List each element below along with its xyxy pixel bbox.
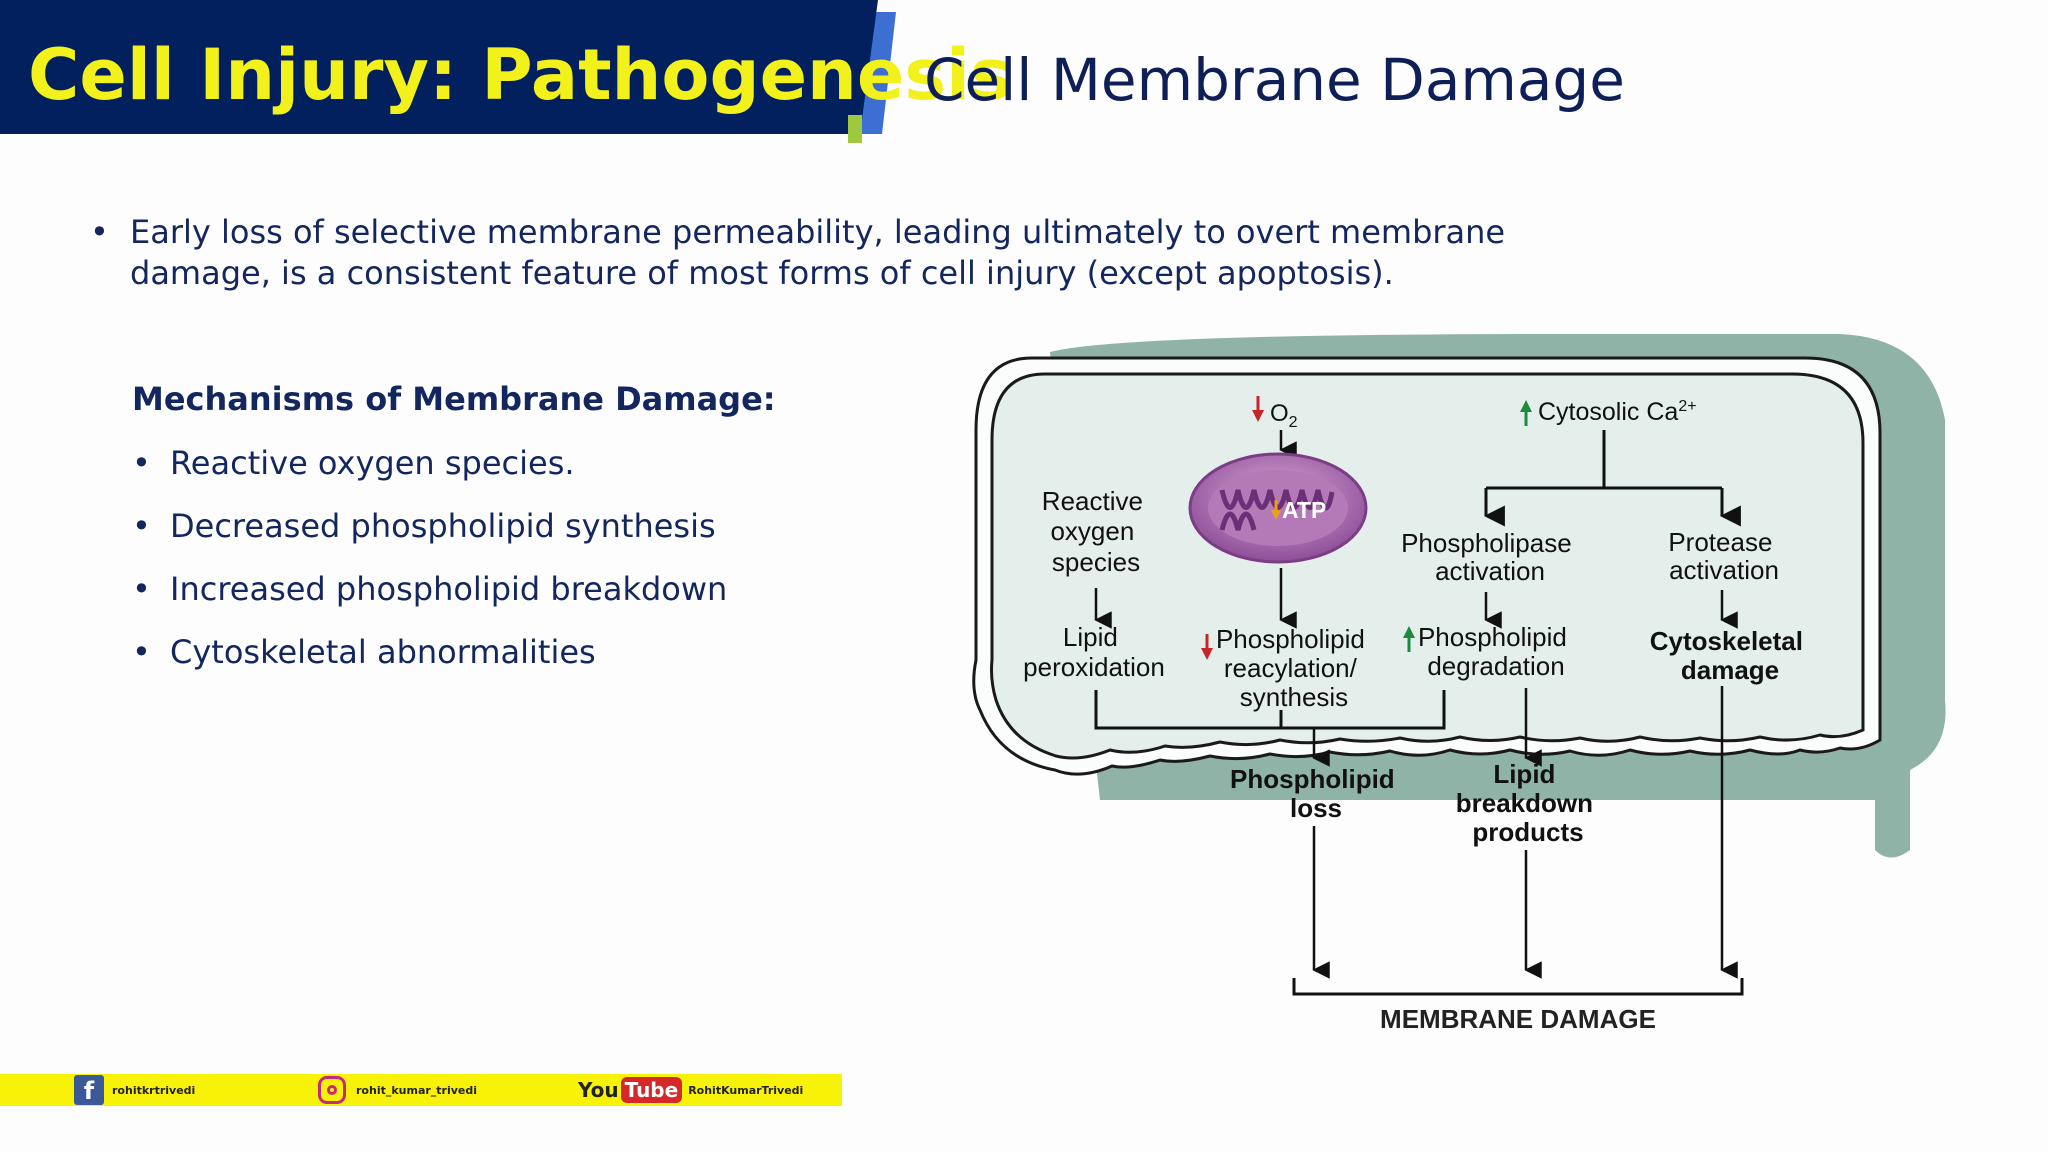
phospholipid-degradation-label: Phospholipid degradation — [1418, 622, 1574, 681]
decrease-arrow-icon — [1201, 648, 1213, 660]
facebook-handle: rohitkrtrivedi — [112, 1083, 196, 1097]
list-item: • Reactive oxygen species. — [132, 444, 727, 507]
lipid-peroxidation-label: Lipid peroxidation — [1023, 622, 1165, 682]
facebook-icon: f — [74, 1075, 104, 1105]
instagram-icon — [318, 1076, 346, 1104]
bullet-dot: • — [132, 633, 151, 671]
ros-label: Reactive oxygen species — [1042, 486, 1150, 577]
decrease-arrow-icon — [1271, 510, 1281, 520]
intro-line-1: Early loss of selective membrane permeab… — [130, 213, 1506, 251]
list-item-text: Reactive oxygen species. — [170, 444, 575, 482]
connector-merge — [1094, 690, 1446, 730]
phospholipid-loss-label: Phospholipid loss — [1230, 764, 1402, 823]
footer-bar — [0, 1074, 842, 1106]
cytoskeletal-damage-label: Cytoskeletal damage — [1650, 626, 1810, 685]
banner-background — [0, 0, 878, 134]
list-item-text: Increased phospholipid breakdown — [170, 570, 728, 608]
instagram-handle: rohit_kumar_trivedi — [356, 1083, 478, 1097]
list-item: • Cytoskeletal abnormalities — [132, 633, 727, 696]
protease-activation-label: Protease activation — [1668, 527, 1779, 585]
bullet-dot: • — [132, 570, 151, 608]
instagram-link[interactable]: rohit_kumar_trivedi — [318, 1074, 477, 1106]
list-item-text: Decreased phospholipid synthesis — [170, 507, 716, 545]
title-banner — [0, 0, 896, 143]
mechanisms-list: • Reactive oxygen species. • Decreased pho… — [132, 444, 728, 696]
mitochondrion-icon — [1188, 452, 1368, 564]
membrane-damage-bracket — [1292, 978, 1744, 996]
list-item: • Decreased phospholipid synthesis — [132, 507, 727, 570]
intro-bullet: • Early loss of selective membrane perme… — [90, 212, 1530, 294]
increase-arrow-icon — [1520, 400, 1532, 412]
membrane-damage-label: MEMBRANE DAMAGE — [1380, 1004, 1656, 1034]
facebook-link[interactable]: f rohitkrtrivedi — [74, 1074, 195, 1106]
bullet-dot: • — [90, 213, 109, 251]
decrease-arrow-icon — [1252, 410, 1264, 422]
list-item-text: Cytoskeletal abnormalities — [170, 633, 596, 671]
page-title: Cell Injury: Pathogenesis — [28, 34, 1012, 116]
bullet-dot: • — [132, 507, 151, 545]
list-item: • Increased phospholipid breakdown — [132, 570, 728, 633]
lipid-breakdown-label: Lipid breakdown products — [1456, 759, 1600, 847]
banner-green-tab — [848, 115, 862, 143]
mechanisms-heading: Mechanisms of Membrane Damage: — [132, 380, 776, 418]
phospholipid-synthesis-label: Phospholipid reacylation/ synthesis — [1216, 624, 1372, 712]
o2-label: O2 — [1270, 400, 1298, 431]
increase-arrow-icon — [1403, 626, 1415, 638]
youtube-handle: RohitKumarTrivedi — [688, 1083, 804, 1097]
bullet-dot: • — [132, 444, 151, 482]
cytosolic-ca-label: Cytosolic Ca2+ — [1538, 398, 1697, 426]
slide-subtitle: Cell Membrane Damage — [924, 46, 1625, 114]
phospholipase-activation-label: Phospholipase activation — [1401, 528, 1579, 586]
cell-cytoplasm — [990, 372, 1865, 760]
intro-line-2: damage, is a consistent feature of most … — [130, 254, 1394, 292]
atp-label: ATP — [1282, 497, 1326, 523]
membrane-damage-diagram: O2 ATP Cytosolic Ca2+ Reactive oxygen sp… — [972, 334, 1946, 1034]
